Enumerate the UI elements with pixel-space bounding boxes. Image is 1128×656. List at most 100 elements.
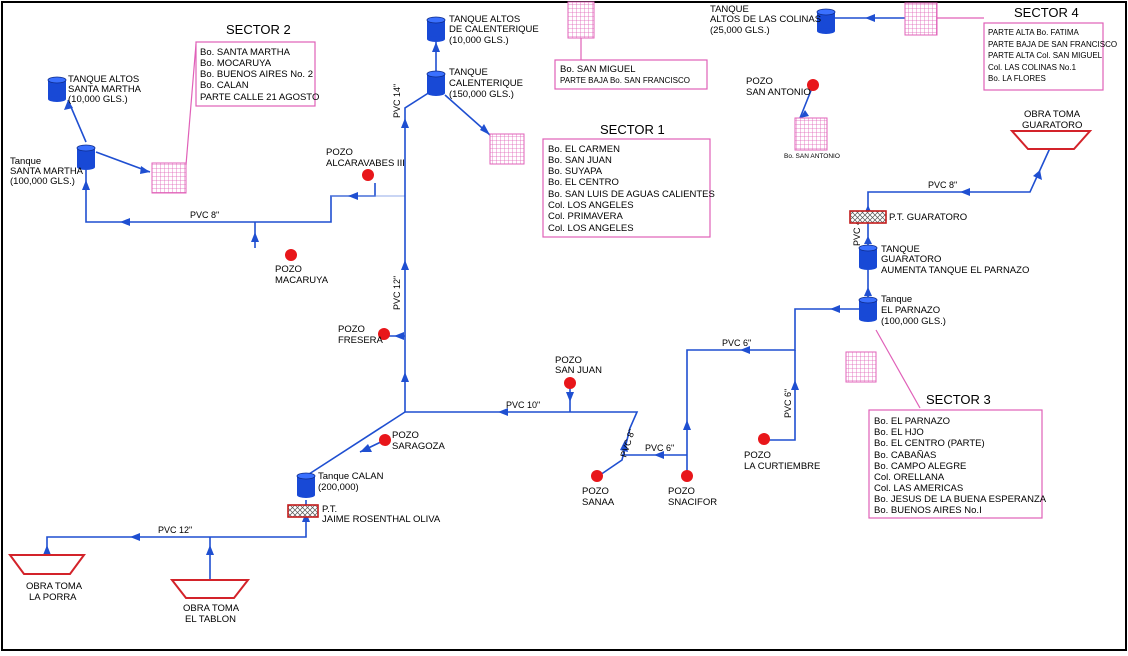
tank-label: ALTOS DE LAS COLINAS: [710, 14, 821, 25]
tank-label: TANQUE: [881, 244, 920, 255]
intake-label: OBRA TOMA: [183, 603, 240, 614]
tank-icon: [426, 16, 446, 42]
intake-el-tablon: OBRA TOMA EL TABLON: [169, 579, 251, 625]
well-label: SARAGOZA: [392, 441, 445, 452]
tank-icon: [858, 296, 878, 322]
tank-calenterique: TANQUE CALENTERIQUE (150,000 GLS.): [426, 67, 523, 100]
pink-grid-zone-icon: [489, 133, 525, 165]
tank-label: (10,000 GLS.): [449, 35, 509, 46]
intake-label: OBRA TOMA: [1024, 109, 1081, 120]
well-macaruya: POZO MACARUYA: [275, 249, 329, 286]
sector-item: PARTE CALLE 21 AGOSTO: [200, 92, 319, 103]
pipe-label-santa-martha: PVC 8": [190, 210, 219, 220]
tank-guaratoro: TANQUE GUARATORO AUMENTA TANQUE EL PARNA…: [858, 244, 1029, 276]
sector-item: Bo. BUENOS AIRES No.I: [874, 505, 982, 516]
well-san-juan: POZO SAN JUAN: [555, 355, 602, 389]
well-label: POZO: [555, 355, 582, 366]
sector-item: Bo. BUENOS AIRES No. 2: [200, 69, 313, 80]
sector-item: Bo. CABAÑAS: [874, 450, 936, 461]
pipe-label-guaratoro: PVC 8": [928, 180, 957, 190]
trapezoid-intake-icon: [1009, 130, 1093, 150]
intake-label: OBRA TOMA: [26, 581, 83, 592]
well-icon: [285, 249, 297, 261]
plant-label: P.T.: [322, 504, 337, 515]
tank-label: (150,000 GLS.): [449, 89, 514, 100]
pipe-label-la-porra: PVC 12": [158, 525, 192, 535]
well-icon: [758, 433, 770, 445]
sector-title: SECTOR 3: [926, 392, 991, 407]
sector-item: Bo. JESUS DE LA BUENA ESPERANZA: [874, 494, 1047, 505]
well-label: POZO: [275, 264, 302, 275]
tank-calan: Tanque CALAN (200,000): [296, 471, 384, 498]
sector-item: Bo. MOCARUYA: [200, 58, 272, 69]
tank-icon: [426, 70, 446, 96]
tank-label: Tanque CALAN: [318, 471, 384, 482]
sector-item: Bo. EL PARNAZO: [874, 416, 950, 427]
well-icon: [564, 377, 576, 389]
well-label: ALCARAVABES III: [326, 158, 405, 169]
tank-label: Tanque: [881, 294, 912, 305]
sector-item: PARTE BAJA Bo. SAN FRANCISCO: [560, 76, 690, 85]
pipe-label-curtiembre: PVC 6": [783, 389, 793, 418]
well-sanaa: POZO SANAA: [582, 470, 615, 508]
well-icon: [378, 328, 390, 340]
sector-item: Bo. SAN MIGUEL: [560, 64, 636, 75]
intake-label: GUARATORO: [1022, 120, 1082, 131]
tank-label: SANTA MARTHA: [10, 166, 84, 177]
well-icon: [591, 470, 603, 482]
sector-item: PARTE BAJA DE SAN FRANCISCO: [988, 40, 1117, 49]
well-label: SAN ANTONIO: [746, 87, 811, 98]
tank-parnazo: Tanque EL PARNAZO (100,000 GLS.): [858, 294, 946, 327]
sector-1-box: SECTOR 1 Bo. EL CARMEN Bo. SAN JUAN Bo. …: [542, 122, 715, 238]
well-fresera: POZO FRESERA: [338, 324, 390, 346]
well-label: LA CURTIEMBRE: [744, 461, 820, 472]
tank-label: TANQUE: [449, 67, 488, 78]
tank-label: SANTA MARTHA: [68, 84, 142, 95]
well-icon: [379, 434, 391, 446]
tank-label: (25,000 GLS.): [710, 25, 770, 36]
sector-item: Bo. CALAN: [200, 80, 249, 91]
well-label: FRESERA: [338, 335, 384, 346]
pink-grid-zone-icon: [904, 2, 938, 36]
well-label: POZO: [582, 486, 609, 497]
sector-item: PARTE ALTA Bo. FATIMA: [988, 28, 1080, 37]
sector-item: Bo. EL CARMEN: [548, 144, 620, 155]
sector-item: Col. ORELLANA: [874, 472, 945, 483]
service-zones: Bo. SAN ANTONIO: [151, 1, 938, 383]
tank-label: TANQUE: [710, 4, 749, 15]
tank-label: (100,000 GLS.): [881, 316, 946, 327]
tank-icon: [296, 472, 316, 498]
tank-label: EL PARNAZO: [881, 305, 940, 316]
well-alcaravabes: POZO ALCARAVABES III: [326, 147, 405, 181]
sector-item: Col. LAS COLINAS No.1: [988, 63, 1077, 72]
well-san-antonio: POZO SAN ANTONIO: [746, 76, 819, 98]
pipe-label-calenterique: PVC 14": [392, 84, 402, 118]
sector-item: Bo. CAMPO ALEGRE: [874, 461, 966, 472]
sector-item: Bo. EL CENTRO (PARTE): [874, 438, 985, 449]
pink-grid-zone-icon: [794, 117, 828, 151]
tank-altos-calenterique: TANQUE ALTOS DE CALENTERIQUE (10,000 GLS…: [426, 14, 539, 46]
well-icon: [681, 470, 693, 482]
sector-title: SECTOR 1: [600, 122, 665, 137]
tank-label: CALENTERIQUE: [449, 78, 523, 89]
pipe-label-parnazo: PVC 6": [722, 338, 751, 348]
sector-item: Bo. SUYAPA: [548, 166, 603, 177]
pipe-label-san-juan: PVC 10": [506, 400, 540, 410]
tank-label: (100,000 GLS.): [10, 176, 75, 187]
pink-grid-zone-icon: [845, 351, 877, 383]
sector-item: Bo. SANTA MARTHA: [200, 47, 291, 58]
hatched-treatment-plant-icon: [287, 504, 319, 518]
plant-guaratoro: P.T. GUARATORO: [849, 210, 967, 224]
sector-item: Col. LOS ANGELES: [548, 200, 634, 211]
pipe-label-guaratoro-drop: PVC 4": [852, 217, 862, 246]
well-label: SNACIFOR: [668, 497, 717, 508]
tank-label: DE CALENTERIQUE: [449, 24, 539, 35]
tank-label: TANQUE ALTOS: [449, 14, 520, 25]
tank-icon: [47, 76, 67, 102]
sector-item: PARTE ALTA Col. SAN MIGUEL: [988, 51, 1103, 60]
well-label: POZO: [392, 430, 419, 441]
pink-grid-zone-icon: [151, 162, 187, 194]
zone-label-san-antonio: Bo. SAN ANTONIO: [784, 153, 840, 160]
sector-item: Bo. SAN JUAN: [548, 155, 612, 166]
